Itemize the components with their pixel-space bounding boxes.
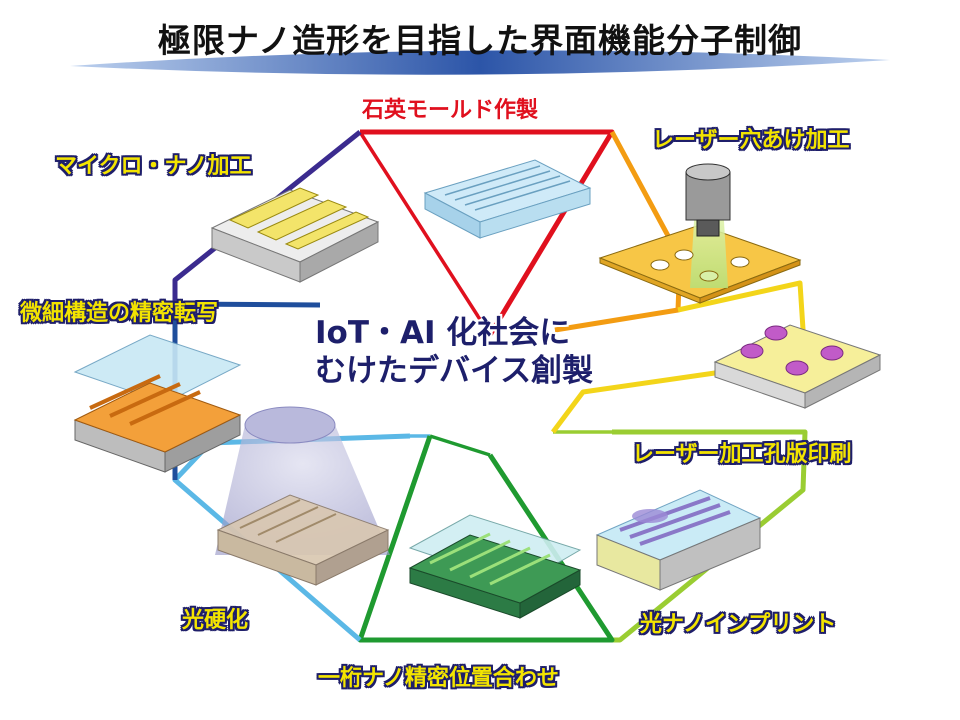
center-message-line1: IoT・AI 化社会に — [315, 315, 571, 351]
nano-alignment-illustration — [408, 514, 582, 619]
optical-nanoimprint-illustration — [595, 489, 762, 591]
spoke-red — [358, 131, 492, 336]
ring-orange — [554, 130, 683, 333]
micro-nano-illustration — [210, 187, 380, 283]
page-title: 極限ナノ造形を目指した界面機能分子制御 — [157, 21, 803, 60]
center-message-line2: むけたデバイス創製 — [315, 353, 594, 389]
label-photocuring: 光硬化 — [182, 608, 249, 633]
label-fine-transfer: 微細構造の精密転写 — [20, 301, 219, 326]
spoke-green — [429, 434, 491, 457]
ring-yellowgreen — [612, 429, 808, 643]
label-laser-stencil: レーザー加工孔版印刷 — [632, 442, 852, 467]
label-quartz-mold: 石英モールド作製 — [362, 98, 539, 123]
ring-indigo — [172, 130, 362, 304]
title-underline-swoosh — [60, 42, 900, 80]
fine-transfer-illustration — [73, 334, 242, 473]
label-optical-nanoimprint: 光ナノインプリント — [640, 612, 837, 637]
photocuring-illustration — [215, 406, 390, 586]
laser-drilling-illustration — [598, 163, 802, 304]
label-laser-drilling: レーザー穴あけ加工 — [652, 128, 850, 153]
quartz-mold-illustration — [423, 159, 592, 239]
stencil-printing-illustration — [713, 324, 882, 409]
label-micro-nano: マイクロ・ナノ加工 — [55, 154, 252, 179]
center-message: IoT・AI 化社会に むけたデバイス創製 — [315, 314, 593, 390]
label-nano-alignment: 一桁ナノ精密位置合わせ — [318, 666, 559, 691]
